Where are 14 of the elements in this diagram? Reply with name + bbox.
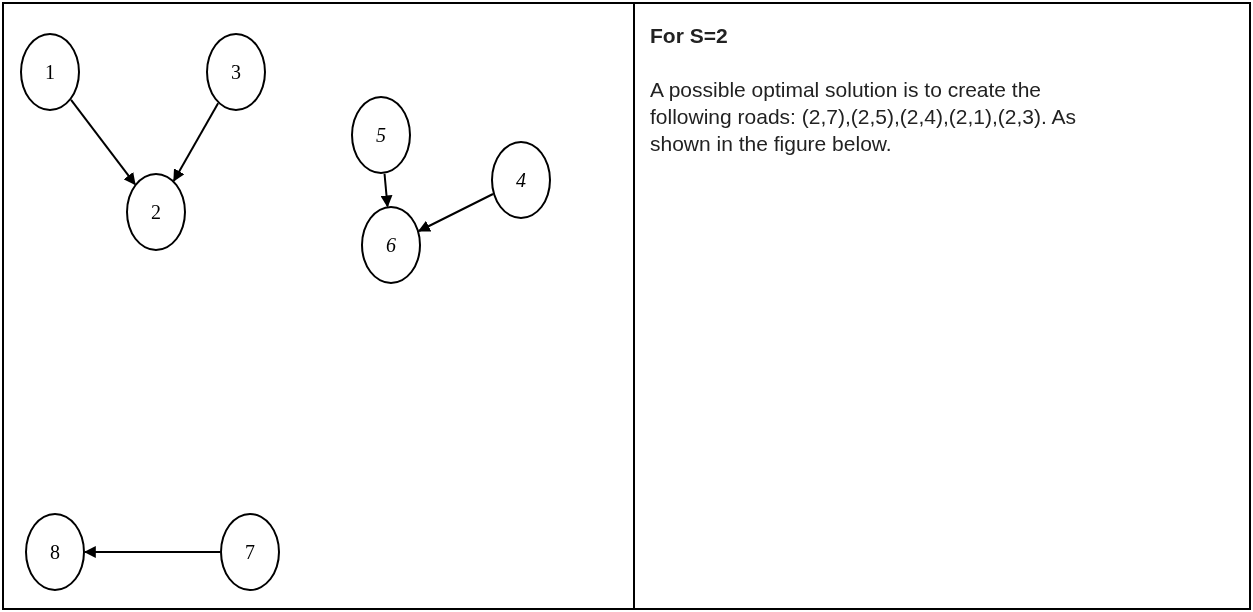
heading: For S=2	[650, 24, 729, 48]
node-number: 6	[386, 233, 396, 257]
node-number: 4	[516, 168, 526, 192]
circle-node	[126, 173, 186, 251]
node-number: 7	[245, 540, 255, 564]
node-number: 1	[45, 60, 55, 84]
node-number: 3	[231, 60, 241, 84]
node-number: 5	[376, 123, 386, 147]
arrow	[380, 172, 393, 208]
paragraph: A possible optimal solution is to create the following roads: (2,7),(2,5),(2,4),(2,1),(2,3). As shown in the figure below.	[650, 77, 1077, 157]
node-number: 8	[50, 540, 60, 564]
arrow	[83, 546, 221, 558]
node-number: 2	[151, 200, 161, 224]
arrow	[172, 102, 220, 182]
